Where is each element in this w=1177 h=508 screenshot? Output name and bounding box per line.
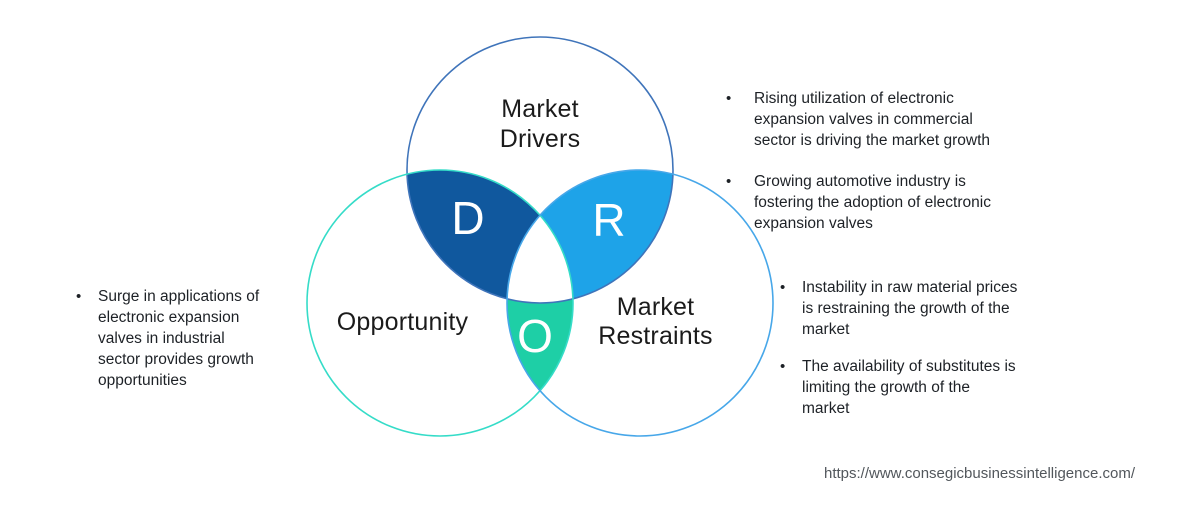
drivers-overlap-petal <box>407 169 540 299</box>
opportunity-overlap-petal <box>506 299 574 391</box>
restraints-bullets: • Instability in raw material prices is … <box>780 277 1090 419</box>
bullet-text: The availability of substitutes is limit… <box>802 358 1016 417</box>
letter-o: O <box>517 310 553 362</box>
letter-d: D <box>451 192 485 244</box>
market-restraints-circle <box>506 169 774 437</box>
bullet-icon: • <box>76 288 82 305</box>
bullet-text: Surge in applications of electronic expa… <box>98 288 260 389</box>
opportunity-circle <box>306 169 574 437</box>
opportunity-bullets: • Surge in applications of electronic ex… <box>76 286 316 391</box>
bullet-icon: • <box>726 173 732 190</box>
list-item: • Growing automotive industry is fosteri… <box>726 171 1066 234</box>
opportunity-label: Opportunity <box>336 308 469 336</box>
bullet-icon: • <box>780 279 786 296</box>
letter-r: R <box>592 194 626 246</box>
bullet-icon: • <box>726 90 732 107</box>
drivers-bullets: • Rising utilization of electronic expan… <box>726 88 1066 234</box>
bullet-text: Rising utilization of electronic expansi… <box>754 90 991 149</box>
market-drivers-circle <box>406 36 674 304</box>
list-item: • Instability in raw material prices is … <box>780 277 1090 340</box>
bullet-icon: • <box>780 358 786 375</box>
bullet-text: Growing automotive industry is fostering… <box>754 173 991 232</box>
source-url[interactable]: https://www.consegicbusinessintelligence… <box>824 465 1135 482</box>
bullet-text: Instability in raw material prices is re… <box>802 279 1018 338</box>
market-drivers-label: Market Drivers <box>499 95 581 153</box>
list-item: • Rising utilization of electronic expan… <box>726 88 1066 151</box>
restraints-overlap-petal <box>540 169 673 299</box>
list-item: • Surge in applications of electronic ex… <box>76 286 316 391</box>
list-item: • The availability of substitutes is lim… <box>780 356 1090 419</box>
market-restraints-label: Market Restraints <box>598 293 713 350</box>
